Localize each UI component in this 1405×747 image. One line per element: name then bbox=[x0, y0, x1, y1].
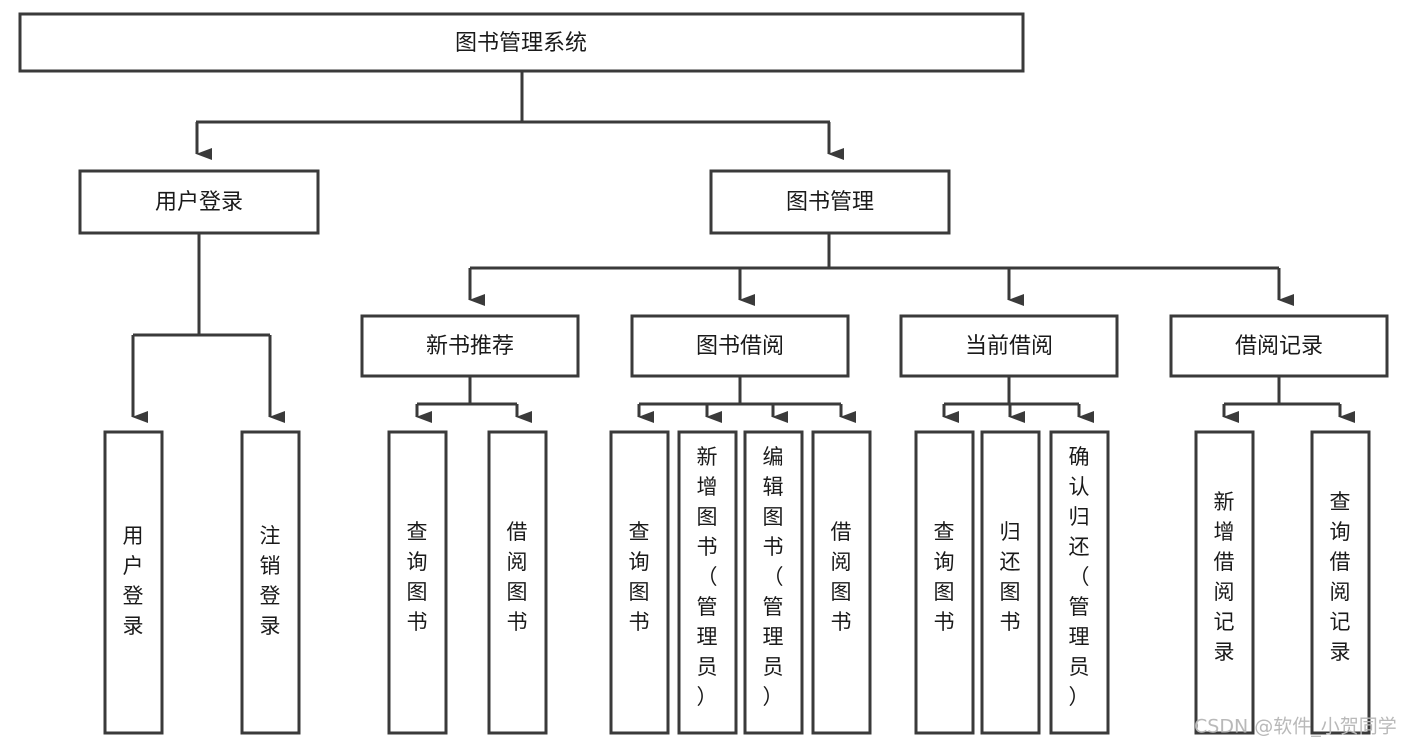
node-user-login-label: 用户登录 bbox=[155, 190, 243, 215]
node-root-label: 图书管理系统 bbox=[455, 31, 587, 56]
leaf-query-book-3-label: 查询图书 bbox=[934, 520, 955, 634]
leaf-query-book-3-box[interactable] bbox=[914, 430, 975, 735]
leaf-query-record[interactable]: 查询借阅记录 bbox=[1310, 430, 1371, 735]
leaf-add-record[interactable]: 新增借阅记录 bbox=[1194, 430, 1255, 735]
node-book-manage-label: 图书管理 bbox=[786, 190, 874, 215]
leaf-query-book-2-box[interactable] bbox=[609, 430, 670, 735]
leaf-confirm-return-box[interactable] bbox=[1049, 430, 1110, 735]
leaf-confirm-return[interactable]: 确认归还（管理员） bbox=[1049, 430, 1110, 735]
leaf-return-book-box[interactable] bbox=[980, 430, 1041, 735]
node-root-box[interactable] bbox=[18, 12, 1025, 73]
node-book-manage-box[interactable] bbox=[709, 169, 951, 235]
leaf-borrow-book-2-label: 借阅图书 bbox=[831, 520, 852, 634]
node-book-borrow[interactable]: 图书借阅 bbox=[630, 314, 850, 378]
leaf-add-book-box[interactable] bbox=[677, 430, 738, 735]
node-new-book-recommend[interactable]: 新书推荐 bbox=[360, 314, 580, 378]
leaf-confirm-return-label: 确认归还（管理员） bbox=[1069, 445, 1090, 709]
leaf-user-login[interactable]: 用户登录 bbox=[103, 430, 164, 735]
leaf-user-login-box[interactable] bbox=[103, 430, 164, 735]
leaf-edit-book[interactable]: 编辑图书（管理员） bbox=[743, 430, 804, 735]
leaf-borrow-book-1-box[interactable] bbox=[487, 430, 548, 735]
leaf-query-book-1-box[interactable] bbox=[387, 430, 448, 735]
leaf-user-logout-box[interactable] bbox=[240, 430, 301, 735]
leaf-add-book[interactable]: 新增图书（管理员） bbox=[677, 430, 738, 735]
leaf-query-book-1-label: 查询图书 bbox=[407, 520, 428, 634]
node-borrow-record-box[interactable] bbox=[1169, 314, 1389, 378]
node-user-login-box[interactable] bbox=[78, 169, 320, 235]
leaf-user-logout[interactable]: 注销登录 bbox=[240, 430, 301, 735]
leaf-add-book-label: 新增图书（管理员） bbox=[697, 445, 718, 709]
leaf-query-book-1[interactable]: 查询图书 bbox=[387, 430, 448, 735]
leaf-query-book-2-label: 查询图书 bbox=[629, 520, 650, 634]
leaf-add-record-label: 新增借阅记录 bbox=[1214, 490, 1235, 664]
node-current-borrow[interactable]: 当前借阅 bbox=[899, 314, 1119, 378]
node-new-book-recommend-label: 新书推荐 bbox=[426, 334, 514, 359]
leaf-return-book[interactable]: 归还图书 bbox=[980, 430, 1041, 735]
leaf-return-book-label: 归还图书 bbox=[1000, 520, 1021, 634]
node-book-borrow-box[interactable] bbox=[630, 314, 850, 378]
leaf-edit-book-label: 编辑图书（管理员） bbox=[763, 445, 784, 709]
leaf-borrow-book-1[interactable]: 借阅图书 bbox=[487, 430, 548, 735]
watermark-label: CSDN @软件_小贺同学 bbox=[1194, 716, 1397, 738]
node-borrow-record-label: 借阅记录 bbox=[1235, 334, 1323, 359]
leaf-query-book-2[interactable]: 查询图书 bbox=[609, 430, 670, 735]
node-book-borrow-label: 图书借阅 bbox=[696, 334, 784, 359]
node-user-login[interactable]: 用户登录 bbox=[78, 169, 320, 235]
leaf-borrow-book-2-box[interactable] bbox=[811, 430, 872, 735]
leaf-user-logout-label: 注销登录 bbox=[260, 524, 281, 638]
leaf-borrow-book-1-label: 借阅图书 bbox=[507, 520, 528, 634]
node-current-borrow-label: 当前借阅 bbox=[965, 334, 1053, 359]
leaf-query-record-label: 查询借阅记录 bbox=[1330, 490, 1351, 664]
leaf-user-login-label: 用户登录 bbox=[123, 524, 144, 638]
leaf-borrow-book-2[interactable]: 借阅图书 bbox=[811, 430, 872, 735]
node-book-manage[interactable]: 图书管理 bbox=[709, 169, 951, 235]
node-root[interactable]: 图书管理系统 bbox=[18, 12, 1025, 73]
leaf-add-record-box[interactable] bbox=[1194, 430, 1255, 735]
leaf-query-record-box[interactable] bbox=[1310, 430, 1371, 735]
connector-layer bbox=[131, 71, 1355, 423]
node-new-book-recommend-box[interactable] bbox=[360, 314, 580, 378]
node-current-borrow-box[interactable] bbox=[899, 314, 1119, 378]
node-borrow-record[interactable]: 借阅记录 bbox=[1169, 314, 1389, 378]
leaf-query-book-3[interactable]: 查询图书 bbox=[914, 430, 975, 735]
leaf-edit-book-box[interactable] bbox=[743, 430, 804, 735]
